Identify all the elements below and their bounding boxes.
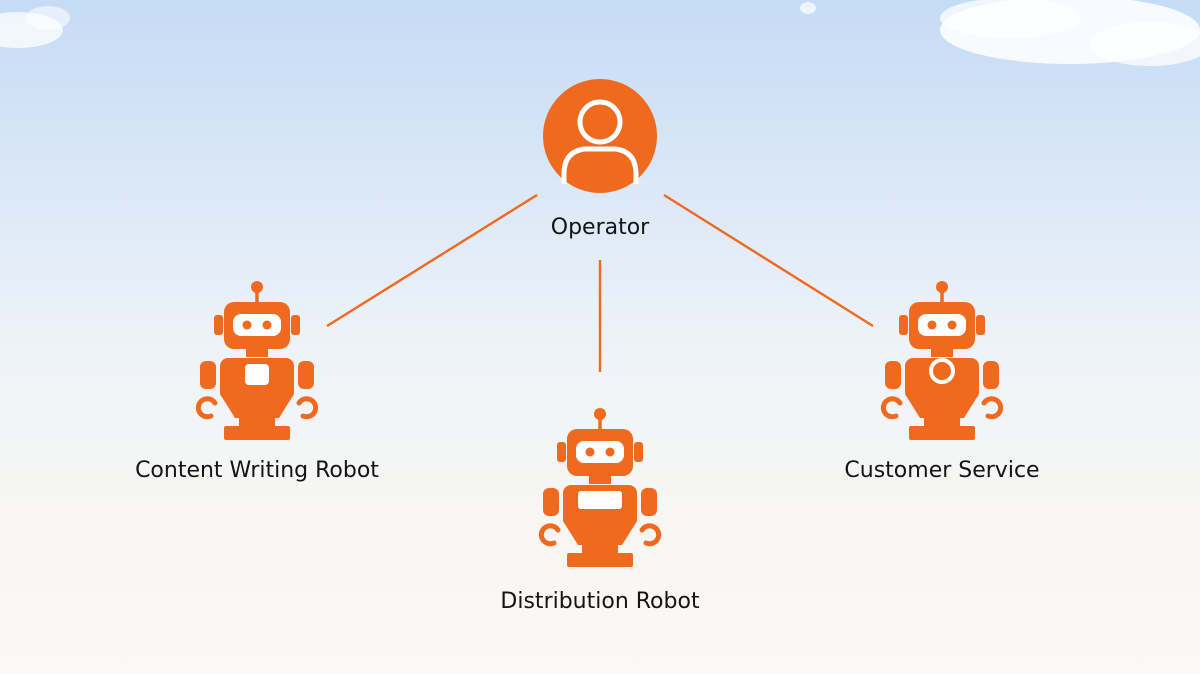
robot-label-customer-service: Customer Service [844, 458, 1039, 483]
robot-icon [541, 408, 658, 567]
cloud-left [0, 6, 70, 48]
robot-icon [198, 281, 315, 440]
robot-node-distribution: Distribution Robot [500, 408, 700, 614]
cloud-top-small [800, 2, 816, 14]
connector-operator-content [326, 193, 538, 328]
robot-chest-square [245, 364, 269, 385]
robot-node-customer-service: Customer Service [844, 281, 1040, 483]
operator-label: Operator [551, 215, 650, 240]
robot-icon [883, 281, 1000, 440]
operator-node: Operator [543, 79, 657, 240]
robot-chest-wide-rect [578, 491, 622, 509]
user-icon [561, 99, 639, 184]
robot-node-content-writing: Content Writing Robot [135, 281, 379, 483]
robot-chest-circle [929, 358, 955, 384]
operator-avatar-circle [543, 79, 657, 193]
connector-operator-customer [663, 193, 874, 328]
cloud-right [940, 0, 1200, 66]
robot-label-distribution: Distribution Robot [500, 589, 700, 614]
robot-label-content-writing: Content Writing Robot [135, 458, 379, 483]
